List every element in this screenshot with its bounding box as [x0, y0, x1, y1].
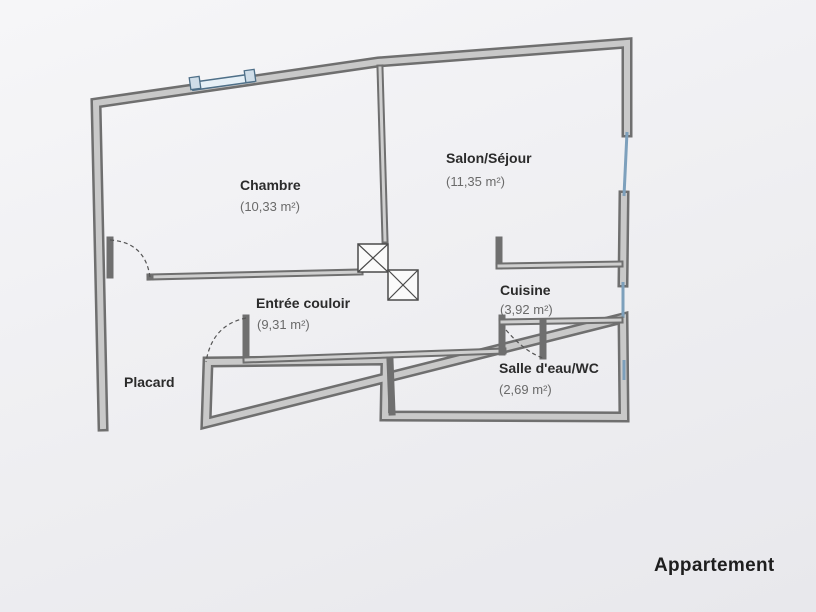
room-entree-name: Entrée couloir	[256, 295, 351, 311]
room-salon-name: Salon/Séjour	[446, 150, 532, 166]
room-entree: Entrée couloir (9,31 m²)	[256, 295, 351, 332]
room-chambre-area: (10,33 m²)	[240, 199, 300, 214]
window-top	[188, 68, 257, 92]
room-placard-name: Placard	[124, 374, 175, 390]
window-right-1	[622, 131, 629, 197]
room-entree-area: (9,31 m²)	[257, 317, 310, 332]
room-placard: Placard	[124, 374, 175, 390]
exterior-walls	[90, 37, 633, 432]
door-swings	[109, 239, 544, 363]
room-chambre-name: Chambre	[240, 177, 301, 193]
room-sdb-name: Salle d'eau/WC	[499, 360, 599, 376]
room-chambre: Chambre (10,33 m²)	[240, 177, 301, 214]
door-chambre	[109, 239, 151, 278]
room-cuisine-name: Cuisine	[500, 282, 551, 298]
room-sdb-area: (2,69 m²)	[499, 382, 552, 397]
room-salon-area: (11,35 m²)	[446, 174, 505, 189]
room-salon: Salon/Séjour (11,35 m²)	[446, 150, 532, 189]
door-entree	[205, 317, 247, 363]
room-sdb: Salle d'eau/WC (2,69 m²)	[499, 360, 599, 397]
duct-upper	[357, 243, 389, 273]
room-cuisine-area: (3,92 m²)	[500, 302, 553, 317]
interior-walls	[106, 64, 624, 416]
page-title: Appartement	[654, 555, 775, 576]
room-cuisine: Cuisine (3,92 m²)	[500, 282, 553, 317]
duct-lower	[387, 269, 419, 301]
door-salle-eau	[505, 329, 544, 359]
